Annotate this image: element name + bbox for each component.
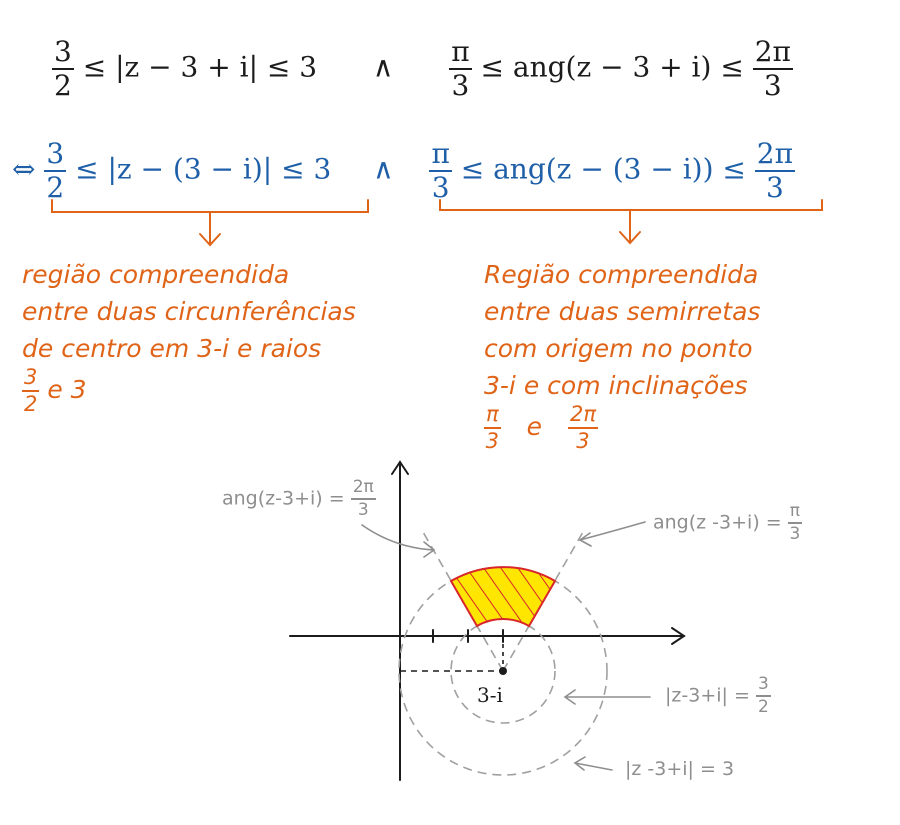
pointer-ray-pi-thirds [578, 521, 646, 547]
note-connector: e [526, 412, 542, 441]
solution-region-hatching [449, 566, 557, 628]
pointer-ray-two-pi-thirds [361, 524, 436, 558]
left-down-arrow [199, 211, 221, 247]
center-label: 3-i [477, 683, 503, 707]
modulus-inequality: ≤ |z − (3 − i)| ≤ 3 [75, 152, 332, 186]
note-line: com origem no ponto [484, 334, 753, 363]
logical-and: ∧ [372, 50, 394, 84]
sector-explanation: Região compreendida entre duas semirreta… [484, 256, 760, 452]
equivalence-symbol: ⇔ [12, 152, 36, 186]
label-text: ang(z-3+i) = [222, 487, 345, 510]
label-text: ang(z -3+i) = [653, 511, 782, 534]
center-point [499, 667, 507, 675]
note-line: região compreendida [22, 260, 290, 289]
outer-circle [398, 566, 608, 776]
note-line: entre duas circunferências [22, 297, 356, 326]
annulus-explanation: região compreendida entre duas circunfer… [22, 256, 356, 415]
argument-inequality: ≤ ang(z − 3 + i) ≤ [480, 50, 744, 84]
real-axis-arrowhead [671, 627, 686, 645]
modulus-inequality: ≤ |z − 3 + i| ≤ 3 [82, 50, 318, 84]
imaginary-axis-arrowhead [391, 460, 409, 475]
pointer-outer-circle [573, 756, 613, 771]
note-line: entre duas semirretas [484, 297, 761, 326]
pointer-inner-circle [563, 689, 651, 705]
label-outer-circle: |z -3+i| = 3 [625, 758, 735, 780]
note-line: de centro em 3-i e raios [22, 334, 322, 363]
argument-inequality: ≤ ang(z − (3 − i)) ≤ [460, 152, 746, 186]
note-tail: e 3 [47, 375, 87, 404]
logical-and: ∧ [373, 152, 394, 186]
note-line: 3-i e com inclinações [484, 371, 748, 400]
label-text: |z-3+i| = [665, 684, 750, 707]
note-line: Região compreendida [484, 260, 759, 289]
right-down-arrow [619, 209, 641, 245]
